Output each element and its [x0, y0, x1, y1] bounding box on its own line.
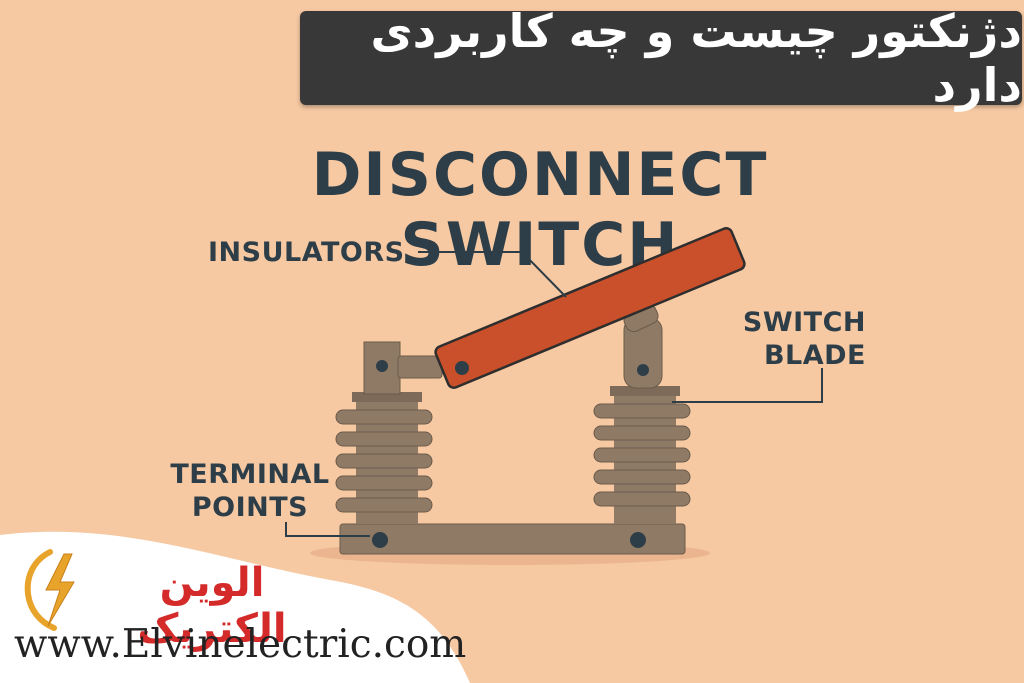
terminal-point-right — [630, 532, 646, 548]
label-switch-blade-line2: BLADE — [763, 340, 866, 371]
label-insulators-text: INSULATORS — [208, 237, 405, 268]
title-banner: دژنکتور چیست و چه کاربردی دارد — [300, 4, 1022, 112]
terminal-point-left — [372, 532, 388, 548]
banner-title: دژنکتور چیست و چه کاربردی دارد — [370, 4, 1022, 112]
brand-name: الوین الکتریک — [137, 560, 287, 652]
right-insulator — [593, 303, 691, 524]
label-terminal-points: TERMINAL POINTS — [168, 458, 332, 524]
lightning-bolt-icon — [24, 549, 75, 631]
label-terminal-line1: TERMINAL — [170, 459, 330, 490]
label-switch-blade: SWITCH BLADE — [716, 306, 866, 372]
terminal-leader-line — [285, 522, 370, 537]
switch-blade-leader-line — [672, 368, 823, 403]
blade-hinge-pin — [455, 361, 469, 375]
insulators-leader-line — [418, 251, 567, 298]
label-insulators: INSULATORS — [208, 236, 405, 269]
switch-blade — [434, 227, 746, 389]
brand-url[interactable]: www.Elvinelectric.com — [14, 622, 467, 667]
label-switch-blade-line1: SWITCH — [742, 307, 866, 338]
left-insulator — [335, 341, 443, 524]
label-terminal-line2: POINTS — [191, 492, 309, 523]
base-bar — [339, 523, 686, 555]
